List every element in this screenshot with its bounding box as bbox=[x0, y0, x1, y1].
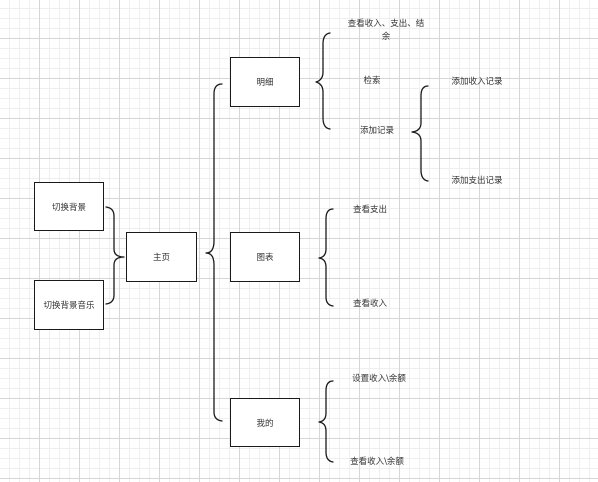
brace-chart bbox=[318, 208, 334, 307]
label-view-income-expense-balance: 查看收入、支出、结 余 bbox=[336, 18, 436, 44]
label-search: 检索 bbox=[363, 76, 381, 86]
brace-mine bbox=[318, 380, 334, 463]
label-add-expense-record: 添加支出记录 bbox=[451, 176, 503, 186]
chart-node: 图表 bbox=[230, 232, 300, 282]
switch-music-node: 切换背景音乐 bbox=[34, 280, 104, 330]
brace-home-right bbox=[205, 83, 223, 422]
label-line-1: 查看收入、支出、结 bbox=[347, 19, 425, 29]
label-view-income: 查看收入 bbox=[352, 299, 387, 309]
mine-node: 我的 bbox=[230, 398, 300, 447]
label-line-2: 余 bbox=[381, 32, 391, 42]
brace-add-record bbox=[411, 85, 429, 182]
label-add-record: 添加记录 bbox=[359, 126, 394, 136]
home-node: 主页 bbox=[126, 232, 197, 282]
switch-background-node: 切换背景 bbox=[34, 182, 104, 231]
label-set-income-balance: 设置收入\余额 bbox=[352, 374, 406, 384]
label-view-expense: 查看支出 bbox=[352, 205, 387, 215]
label-add-income-record: 添加收入记录 bbox=[451, 77, 503, 87]
label-view-income-balance: 查看收入\余额 bbox=[350, 457, 404, 467]
brace-details bbox=[315, 32, 331, 130]
details-node: 明细 bbox=[230, 57, 300, 107]
brace-home-left bbox=[105, 206, 125, 305]
